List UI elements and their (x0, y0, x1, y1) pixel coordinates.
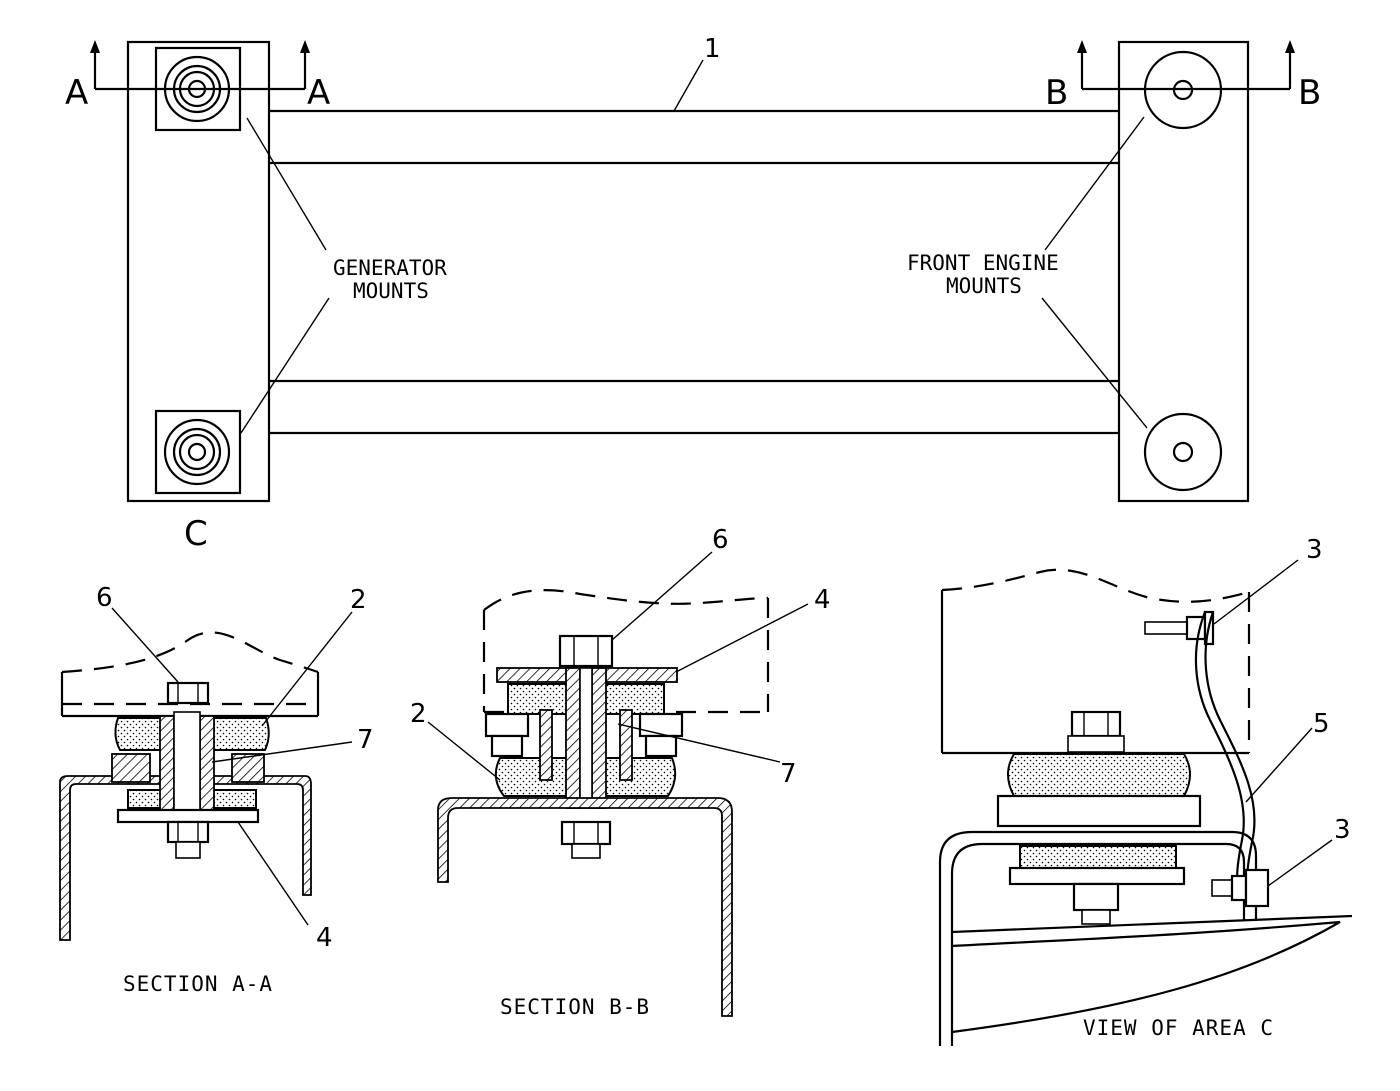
callout-4: 4 (814, 585, 831, 615)
section-marker-a: A (307, 73, 330, 113)
leader-line (1041, 297, 1148, 429)
section-marker-b: B (1298, 73, 1321, 113)
right-mount-plate (1117, 40, 1250, 503)
callout-6: 6 (96, 583, 113, 613)
front-engine-mount-bottom (1143, 412, 1223, 492)
leader-line (673, 59, 704, 112)
view-of-area-c: 3 5 3 VIEW OF AREA C (938, 535, 1353, 1046)
front-engine-mounts-label: FRONT ENGINE (907, 251, 1059, 275)
leader-line (1044, 116, 1145, 251)
generator-mounts-label: MOUNTS (353, 279, 429, 303)
section-b-cutting-plane (1077, 40, 1295, 91)
callout-2: 2 (350, 585, 367, 615)
section-marker-a: A (65, 73, 88, 113)
callout-1: 1 (704, 34, 721, 64)
left-mount-plate (126, 40, 271, 503)
generator-mount-bottom (154, 409, 242, 495)
area-c-marker: C (184, 514, 208, 554)
callout-3: 3 (1334, 815, 1351, 845)
callout-6: 6 (712, 525, 729, 555)
generator-mounts-label: GENERATOR (333, 256, 447, 280)
section-b-caption: SECTION B-B (500, 995, 650, 1019)
leader-line (240, 297, 330, 434)
callout-4: 4 (316, 923, 333, 953)
callout-7: 7 (780, 759, 797, 789)
section-marker-b: B (1045, 73, 1068, 113)
callout-3: 3 (1306, 535, 1323, 565)
callout-2: 2 (410, 699, 427, 729)
section-b-b: 6 4 2 7 SECTION B-B (410, 525, 831, 1019)
leader-line (246, 117, 327, 251)
callout-7: 7 (357, 725, 374, 755)
callout-5: 5 (1313, 709, 1330, 739)
section-a-cutting-plane (90, 40, 310, 91)
section-a-a: 6 2 7 4 SECTION A-A (59, 583, 374, 996)
frame-top-view: 1 GENERATOR MOUNTS FRONT ENGINE MOUNTS A… (65, 34, 1321, 554)
section-a-caption: SECTION A-A (123, 972, 273, 996)
view-c-caption: VIEW OF AREA C (1083, 1016, 1274, 1040)
front-engine-mounts-label: MOUNTS (946, 274, 1022, 298)
